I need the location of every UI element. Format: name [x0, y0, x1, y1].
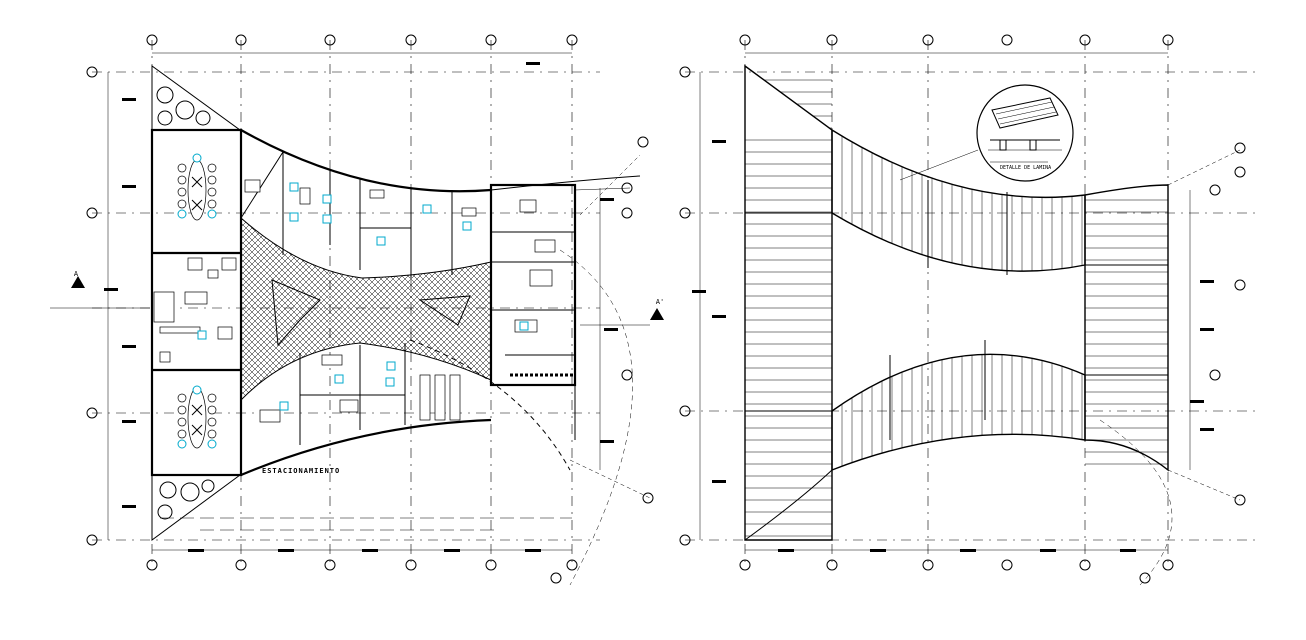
roof-plan: DETALLE DE LAMINA: [679, 34, 1255, 586]
roof-detail-label: DETALLE DE LAMINA: [1000, 165, 1051, 171]
conference-room-bottom: [177, 385, 217, 449]
lower-offices: [259, 320, 576, 445]
section-cut-arrow-icon: [50, 276, 664, 326]
central-lobby: [240, 216, 492, 402]
roof-axis-grid: [685, 40, 1255, 565]
roof-dimension-lines: [692, 52, 1214, 552]
chair-icon: [197, 182, 529, 411]
roof-axis-bubble-icon: [679, 34, 1246, 584]
upper-offices: [240, 151, 556, 333]
section-mark-left: A: [74, 270, 79, 278]
site-lines: [559, 154, 651, 586]
dimension-lines: [104, 52, 618, 552]
axis-bubble-icon: [86, 34, 654, 584]
section-mark-right: A': [656, 298, 664, 306]
parking-label: ESTACIONAMIENTO: [262, 467, 340, 475]
middle-wing-rooms: [153, 257, 237, 363]
site-curve: [1099, 419, 1173, 586]
roof-panels: [744, 64, 1169, 541]
conference-room-top: [177, 153, 217, 221]
floor-plan: A A' ESTACIONAMIENTO: [50, 34, 664, 586]
site-line: [1167, 469, 1241, 501]
roof-detail-callout: [899, 84, 1074, 182]
site-line: [1167, 149, 1241, 186]
roof-sheet-lines: [745, 79, 1168, 537]
